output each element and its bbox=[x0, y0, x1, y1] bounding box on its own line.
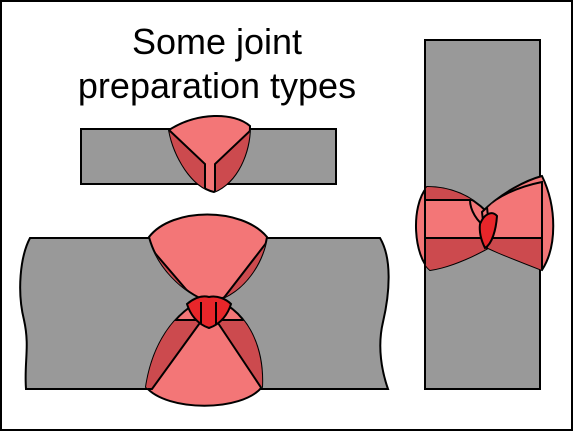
diagram-title: Some joint preparation types bbox=[42, 20, 392, 108]
double-v-root-overlap bbox=[185, 295, 233, 330]
title-line-2: preparation types bbox=[77, 65, 357, 106]
title-line-1: Some joint bbox=[131, 21, 303, 62]
double-bevel-groove-left bbox=[424, 187, 488, 270]
double-bevel-joint bbox=[415, 39, 555, 390]
double-bevel-root-overlap bbox=[478, 212, 499, 250]
double-v-joint bbox=[19, 213, 390, 407]
single-v-joint bbox=[80, 115, 337, 194]
